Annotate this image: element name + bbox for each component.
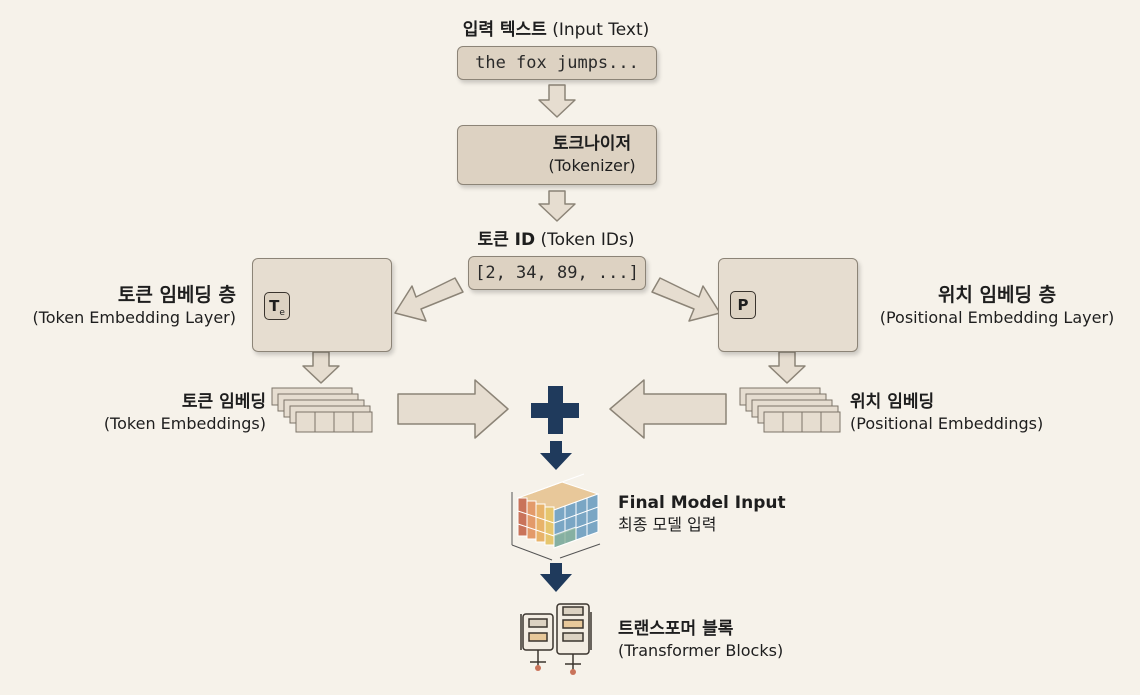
token-embeddings-label: 토큰 임베딩 (Token Embeddings) bbox=[40, 392, 266, 434]
pos-layer-label: 위치 임베딩 층 (Positional Embedding Layer) bbox=[862, 283, 1132, 328]
pos-layer-label-ko: 위치 임베딩 층 bbox=[937, 284, 1057, 306]
transformer-label-en: (Transformer Blocks) bbox=[618, 641, 784, 660]
pos-embeddings-label-ko: 위치 임베딩 bbox=[850, 392, 935, 412]
token-layer-label-ko: 토큰 임베딩 층 bbox=[117, 284, 236, 306]
pos-layer-P-text: P bbox=[737, 296, 749, 314]
arrow-ids-to-token-layer bbox=[394, 277, 464, 322]
arrow-final-to-transformer bbox=[540, 563, 572, 592]
token-embeddings-stack-icon bbox=[271, 387, 373, 433]
tokenizer-label-ko: 토크나이저 bbox=[552, 134, 632, 154]
final-input-label-ko: 최종 모델 입력 bbox=[618, 515, 717, 534]
token-ids-values: [2, 34, 89, ...] bbox=[475, 263, 639, 283]
input-text-title-en: (Input Text) bbox=[552, 20, 650, 40]
input-text-sample: the fox jumps... bbox=[475, 53, 639, 73]
input-text-title-ko: 입력 텍스트 bbox=[462, 20, 547, 40]
tokenizer-label: 토크나이저 (Tokenizer) bbox=[528, 134, 656, 176]
token-embeddings-label-en: (Token Embeddings) bbox=[103, 414, 266, 433]
arrow-token-layer-down bbox=[302, 351, 340, 384]
token-embeddings-label-ko: 토큰 임베딩 bbox=[181, 392, 266, 412]
pos-layer-label-en: (Positional Embedding Layer) bbox=[879, 308, 1115, 327]
arrow-pos-layer-down bbox=[768, 351, 806, 384]
token-ids-title-ko: 토큰 ID bbox=[477, 230, 536, 250]
token-layer-label-en: (Token Embedding Layer) bbox=[32, 308, 236, 327]
tensor-cube-icon bbox=[511, 473, 601, 561]
final-input-label-en: Final Model Input bbox=[618, 493, 786, 513]
tokenizer-box: 토크나이저 (Tokenizer) bbox=[457, 125, 657, 185]
token-embedding-layer-box: Te bbox=[252, 258, 392, 352]
input-text-title: 입력 텍스트 (Input Text) bbox=[420, 20, 692, 41]
arrow-tokenizer-to-ids bbox=[538, 190, 576, 222]
token-layer-label: 토큰 임베딩 층 (Token Embedding Layer) bbox=[0, 283, 236, 328]
plus-icon bbox=[531, 386, 579, 434]
input-text-box: the fox jumps... bbox=[457, 46, 657, 80]
token-ids-box: [2, 34, 89, ...] bbox=[468, 256, 646, 290]
positional-embedding-layer-box: P bbox=[718, 258, 858, 352]
arrow-token-emb-to-plus bbox=[397, 379, 509, 439]
arrow-pos-emb-to-plus bbox=[609, 379, 727, 439]
final-input-label: Final Model Input 최종 모델 입력 bbox=[618, 492, 858, 535]
positional-embeddings-stack-icon bbox=[739, 387, 841, 433]
token-layer-T-sub: e bbox=[279, 308, 285, 318]
arrow-ids-to-pos-layer bbox=[651, 277, 721, 322]
token-ids-title: 토큰 ID (Token IDs) bbox=[420, 230, 692, 251]
token-ids-title-en: (Token IDs) bbox=[540, 230, 635, 250]
tokenizer-label-en: (Tokenizer) bbox=[548, 156, 636, 175]
pos-embeddings-label: 위치 임베딩 (Positional Embeddings) bbox=[850, 392, 1090, 434]
arrow-input-to-tokenizer bbox=[538, 84, 576, 118]
pos-embeddings-label-en: (Positional Embeddings) bbox=[850, 414, 1044, 433]
pos-layer-P-badge: P bbox=[730, 291, 756, 319]
arrow-plus-to-final bbox=[540, 441, 572, 470]
transformer-blocks-icon bbox=[520, 603, 592, 675]
token-layer-T-text: T bbox=[269, 297, 280, 315]
transformer-label-ko: 트랜스포머 블록 bbox=[618, 619, 734, 639]
transformer-label: 트랜스포머 블록 (Transformer Blocks) bbox=[618, 618, 858, 661]
token-layer-T-badge: Te bbox=[264, 292, 290, 320]
